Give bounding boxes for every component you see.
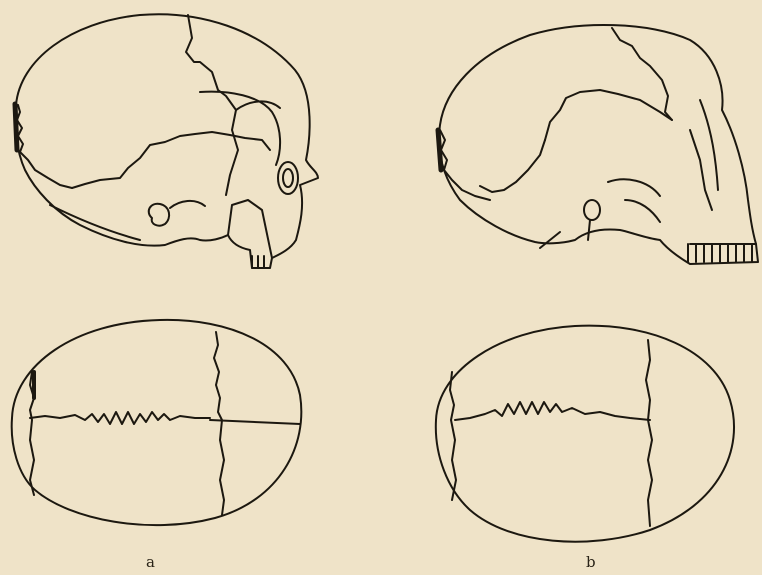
skull-b-top <box>436 326 734 542</box>
skull-a-top <box>12 320 302 525</box>
skull-b-lateral <box>438 25 758 264</box>
figure-label-a: a <box>146 553 155 571</box>
figure-label-b: b <box>586 553 596 571</box>
skull-a-lateral <box>15 14 318 268</box>
